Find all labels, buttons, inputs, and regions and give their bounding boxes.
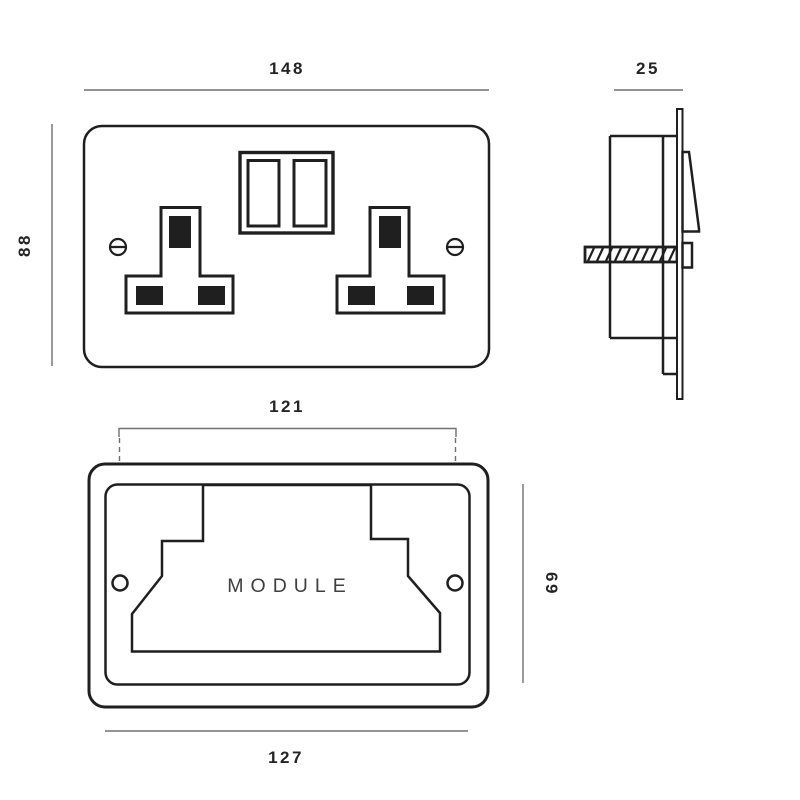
socket-outlet-left xyxy=(124,206,235,315)
neutral-pin-slot-right xyxy=(348,286,375,305)
socket-outlet-left-outline xyxy=(124,206,235,315)
screw-left xyxy=(108,237,128,257)
module-hole-spacing-dimension-label: 121 xyxy=(269,397,305,416)
neutral-pin-slot-left xyxy=(136,286,163,305)
front-height-dimension-label: 88 xyxy=(15,233,34,257)
rocker-switch xyxy=(238,150,335,235)
side-screw-head xyxy=(681,241,694,269)
side-body xyxy=(608,134,677,376)
front-view: 148 88 xyxy=(15,59,491,369)
module-hole-spacing-dimension-line xyxy=(118,427,457,437)
socket-outlet-right-outline xyxy=(335,206,446,315)
side-rocker-switch xyxy=(681,150,701,233)
earth-pin-slot-right xyxy=(379,216,401,248)
fixing-hole-left xyxy=(111,574,129,592)
side-view: 25 xyxy=(583,59,701,400)
earth-pin-slot-left xyxy=(169,216,191,248)
side-depth-dimension-label: 25 xyxy=(636,59,660,78)
module-label: MODULE xyxy=(227,575,352,597)
front-face-plate xyxy=(82,124,491,369)
rocker-left xyxy=(246,159,281,228)
live-pin-slot-left xyxy=(198,286,225,305)
live-pin-slot-right xyxy=(407,286,434,305)
rocker-right xyxy=(292,159,328,228)
module-view: 121 MODULE 69 127 xyxy=(87,397,561,767)
rocker-switch-frame xyxy=(238,150,335,235)
socket-outlet-right xyxy=(335,206,446,315)
module-height-dimension-label: 69 xyxy=(542,572,561,596)
front-width-dimension-label: 148 xyxy=(269,59,305,78)
module-width-dimension-label: 127 xyxy=(268,748,304,767)
screw-right xyxy=(445,237,465,257)
fixing-hole-right xyxy=(446,574,464,592)
module-outline xyxy=(130,483,442,653)
side-fixing-screw xyxy=(583,245,679,264)
